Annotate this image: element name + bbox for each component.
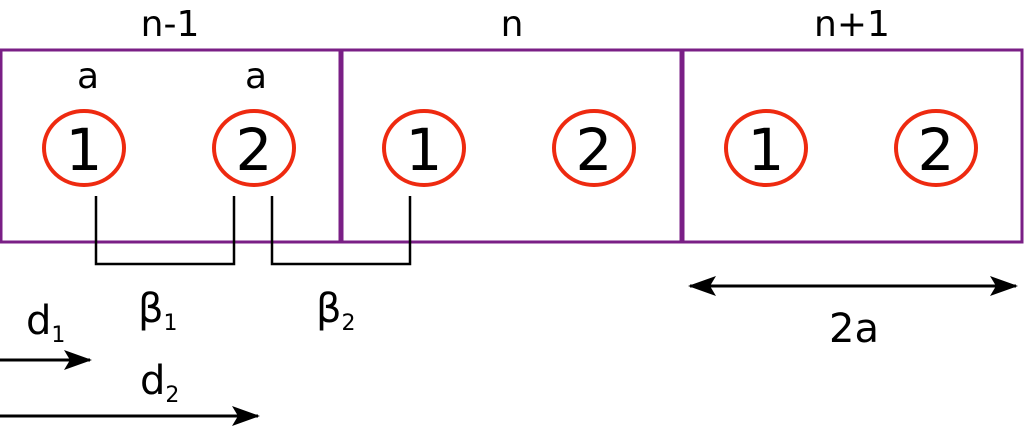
vector-label-d2: d2 bbox=[140, 358, 179, 408]
coupling-label-beta-1: β1 bbox=[138, 286, 178, 336]
atom-label: 1 bbox=[66, 116, 103, 184]
atom-n-site-1: 1 bbox=[382, 109, 466, 187]
unit-cell-n bbox=[340, 48, 683, 244]
site-label-a-2: a bbox=[245, 56, 267, 97]
atom-label: 2 bbox=[236, 116, 273, 184]
atom-n-minus-1-site-2: 2 bbox=[212, 109, 296, 187]
coupling-label-beta-2: β2 bbox=[316, 286, 356, 336]
atom-label: 2 bbox=[918, 116, 955, 184]
cell-label-n-minus-1: n-1 bbox=[141, 4, 200, 45]
coupling-subscript: 2 bbox=[342, 311, 356, 336]
atom-label: 1 bbox=[406, 116, 443, 184]
cell-label-n-plus-1: n+1 bbox=[814, 4, 890, 45]
lattice-constant-label: 2a bbox=[829, 306, 879, 352]
coupling-bracket-beta-1 bbox=[94, 196, 236, 266]
cell-label-n: n bbox=[501, 4, 524, 45]
unit-cell-n-minus-1 bbox=[0, 48, 342, 244]
atom-n-plus-1-site-1: 1 bbox=[724, 109, 808, 187]
site-label-a-1: a bbox=[77, 56, 99, 97]
atom-n-minus-1-site-1: 1 bbox=[42, 109, 126, 187]
vector-subscript: 2 bbox=[165, 383, 179, 408]
unit-cell-n-plus-1 bbox=[681, 48, 1024, 244]
atom-n-site-2: 2 bbox=[552, 109, 636, 187]
atom-n-plus-1-site-2: 2 bbox=[894, 109, 978, 187]
atom-label: 1 bbox=[748, 116, 785, 184]
vector-label-d1: d1 bbox=[26, 298, 65, 348]
vector-subscript: 1 bbox=[51, 323, 65, 348]
coupling-bracket-beta-2 bbox=[270, 196, 412, 266]
coupling-subscript: 1 bbox=[164, 311, 178, 336]
atom-label: 2 bbox=[576, 116, 613, 184]
